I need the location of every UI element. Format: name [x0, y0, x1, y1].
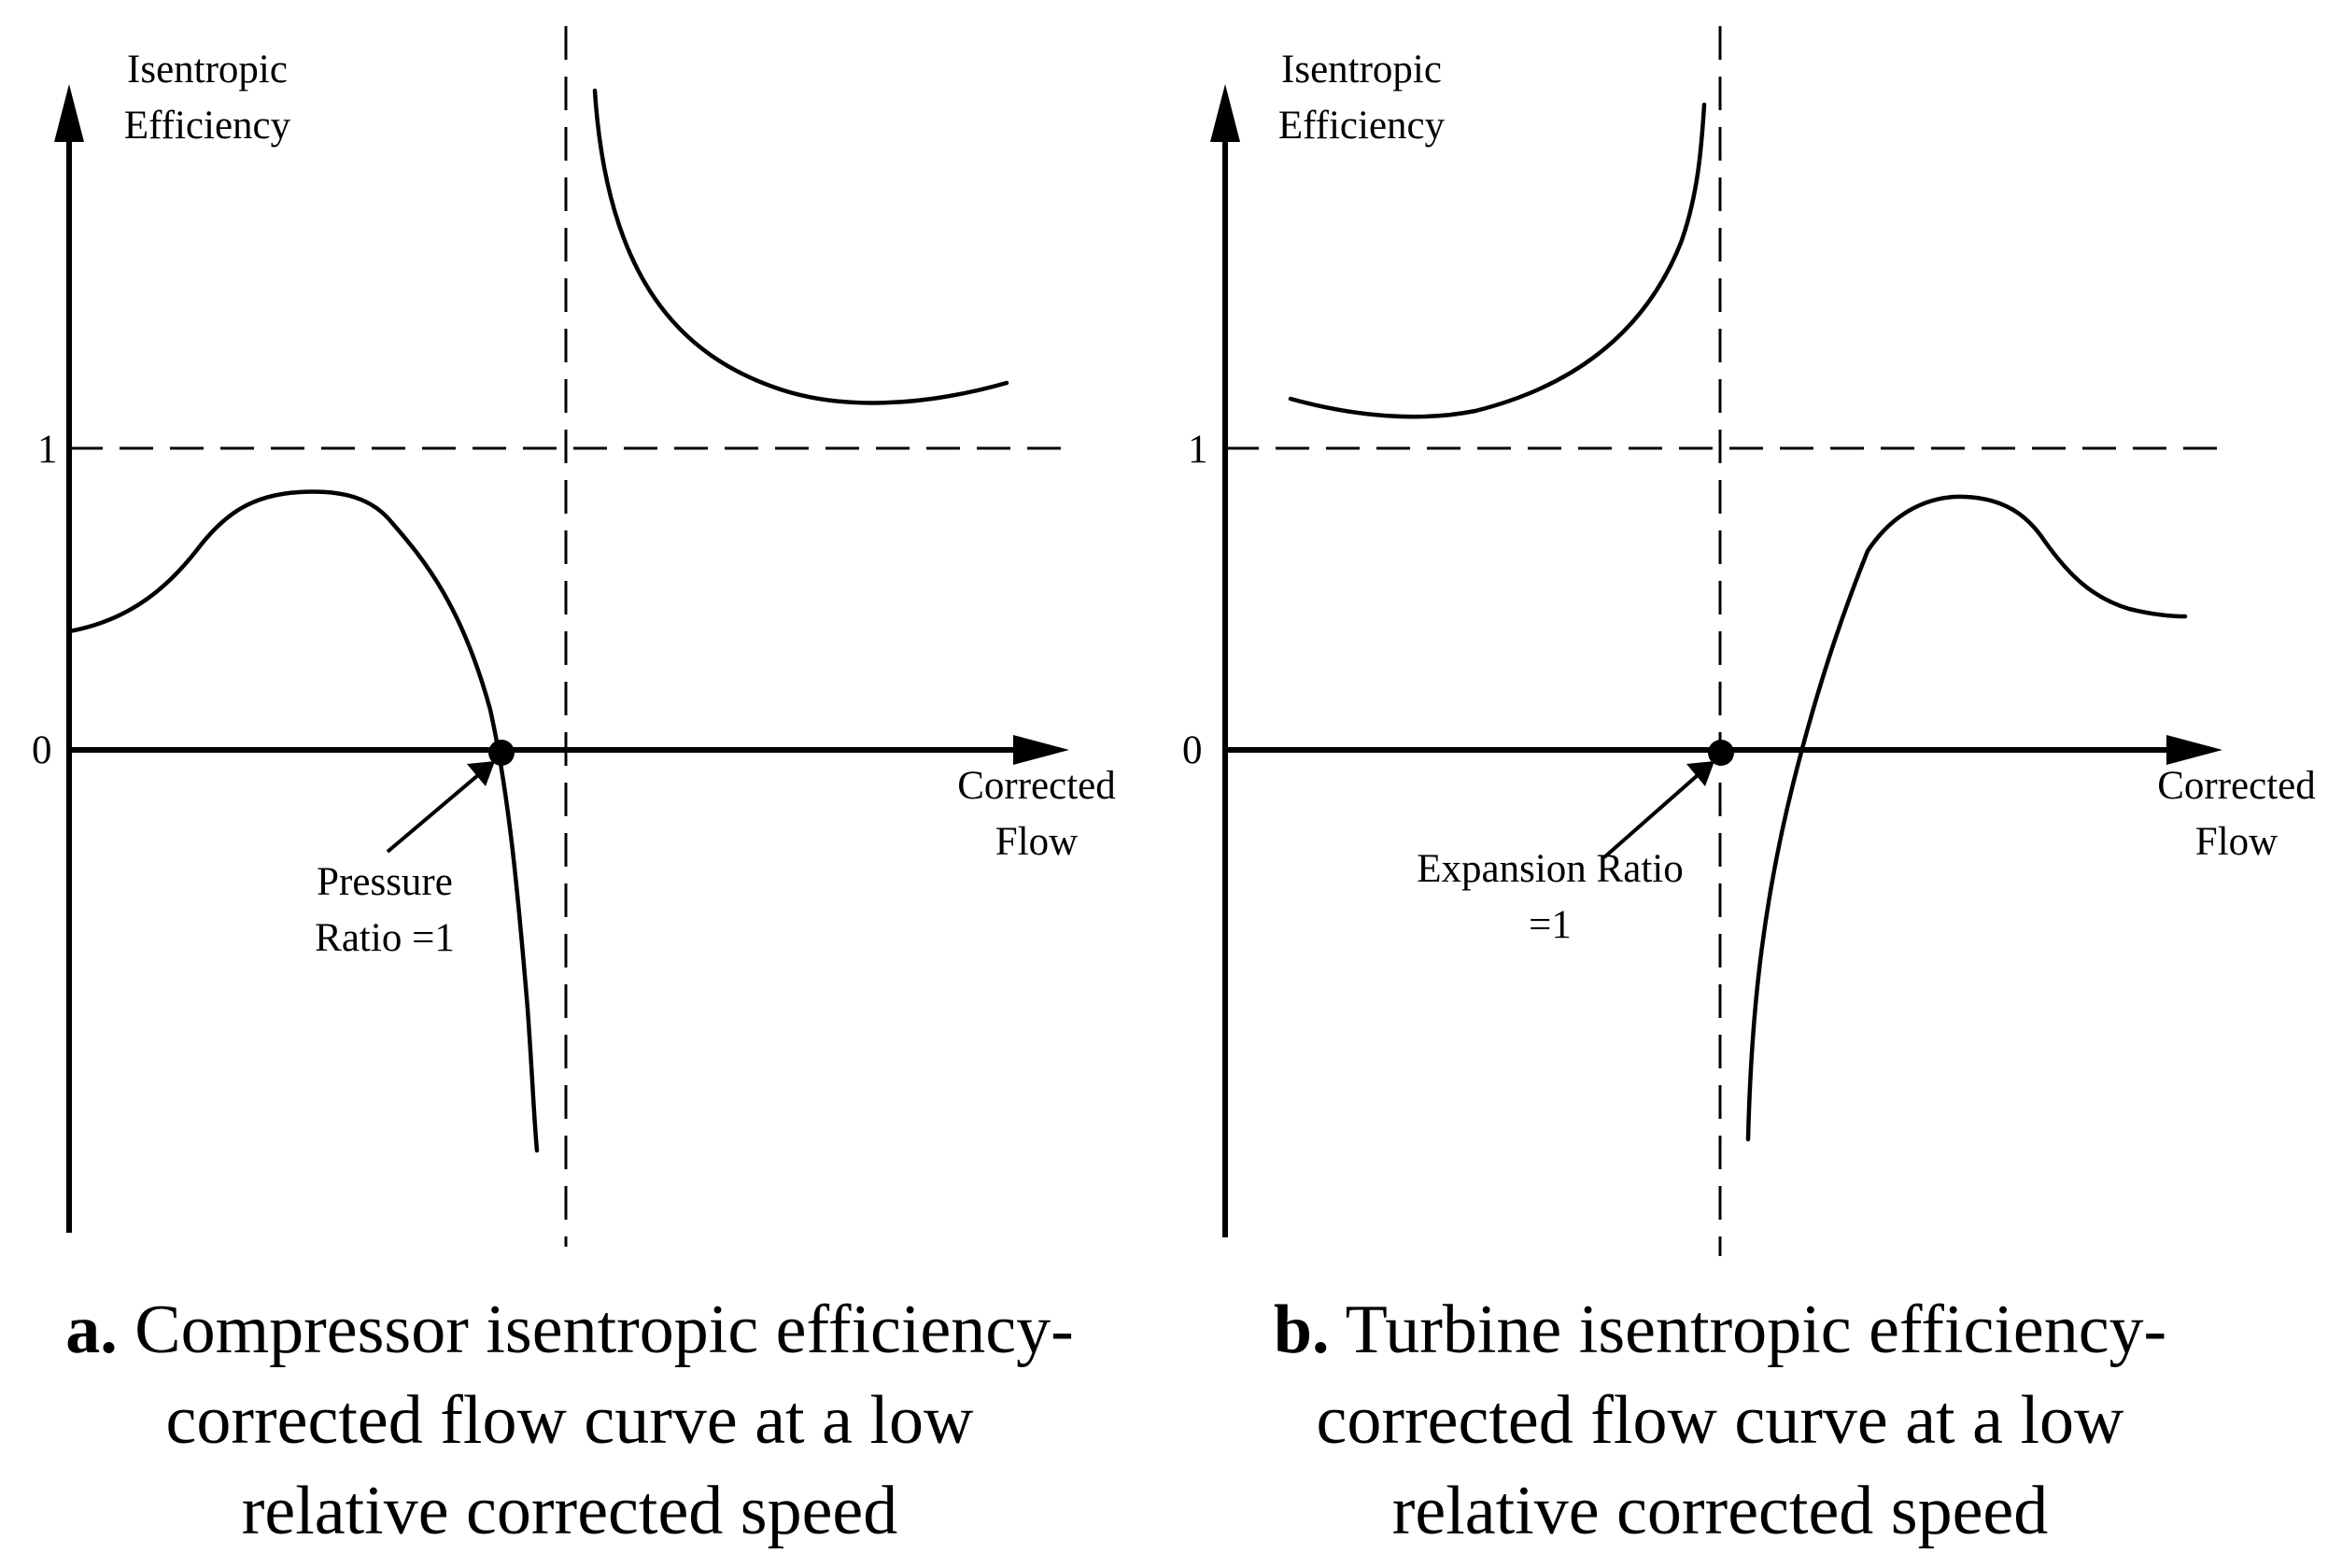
panel-b-x-axis-arrowhead: [2166, 735, 2222, 765]
caption-a-prefix: a.: [65, 1292, 118, 1368]
panel-a-efficiency-curve-lower: [66, 489, 540, 1153]
caption-b-line1-text: Turbine isentropic efficiency-: [1329, 1292, 2166, 1368]
panel-b-annotation-arrowhead: [1686, 761, 1714, 786]
panel-a-y-axis-label-line1: Isentropic: [127, 48, 288, 92]
panel-a-x-axis-arrowhead: [1013, 735, 1069, 765]
panel-b-efficiency-curve-upper: [1288, 102, 1707, 419]
panel-a-y-axis-label-line2: Efficiency: [124, 104, 291, 148]
caption-b-line2: corrected flow curve at a low: [1317, 1382, 2125, 1459]
caption-a: a. Compressor isentropic efficiency- cor…: [65, 1292, 1074, 1549]
caption-b: b. Turbine isentropic efficiency- correc…: [1274, 1292, 2166, 1549]
caption-a-line1: a. Compressor isentropic efficiency-: [65, 1292, 1074, 1368]
caption-b-line3: relative corrected speed: [1392, 1473, 2049, 1549]
panel-a-x-axis-label-line1: Corrected: [957, 764, 1116, 808]
panel-a-x-axis-label-line2: Flow: [995, 820, 1078, 864]
panel-a-efficiency-curve-upper: [592, 88, 1009, 405]
panel-b-y-axis-label-line1: Isentropic: [1281, 48, 1442, 92]
caption-a-line1-text: Compressor isentropic efficiency-: [118, 1292, 1074, 1368]
caption-a-line3: relative corrected speed: [242, 1473, 898, 1549]
panel-b-unity-expansion-ratio-point: [1708, 740, 1734, 766]
panel-b: 1 0 Isentropic Efficiency Corrected Flow…: [1182, 26, 2316, 1256]
panel-b-annotation-pointer: [1602, 773, 1700, 859]
panel-a-unity-pressure-ratio-point: [488, 740, 515, 766]
panel-b-x-axis-label-line2: Flow: [2195, 820, 2278, 864]
panel-a-tick-zero: 0: [32, 728, 52, 772]
panel-a-annotation-pointer: [386, 773, 480, 854]
panel-b-x-axis-label-line1: Corrected: [2157, 764, 2316, 808]
panel-a-annotation-line1: Pressure: [317, 860, 453, 904]
panel-b-efficiency-curve-lower: [1745, 494, 2188, 1142]
panel-b-y-axis-label-line2: Efficiency: [1278, 104, 1446, 148]
panel-b-tick-one: 1: [1188, 428, 1208, 472]
panel-b-annotation-line2: =1: [1529, 903, 1572, 947]
panel-b-y-axis-arrowhead: [1210, 84, 1240, 142]
panel-a: 1 0 Isentropic Efficiency Corrected Flow…: [32, 26, 1116, 1247]
panel-a-annotation-line2: Ratio =1: [315, 916, 455, 960]
panel-b-annotation-line1: Expansion Ratio: [1417, 847, 1683, 891]
panel-b-tick-zero: 0: [1182, 728, 1203, 772]
caption-b-line1: b. Turbine isentropic efficiency-: [1274, 1292, 2166, 1368]
panel-a-annotation-arrowhead: [467, 761, 495, 786]
caption-a-line2: corrected flow curve at a low: [166, 1382, 975, 1459]
panel-a-tick-one: 1: [37, 428, 58, 472]
panel-a-y-axis-arrowhead: [54, 84, 84, 142]
caption-b-prefix: b.: [1274, 1292, 1330, 1368]
